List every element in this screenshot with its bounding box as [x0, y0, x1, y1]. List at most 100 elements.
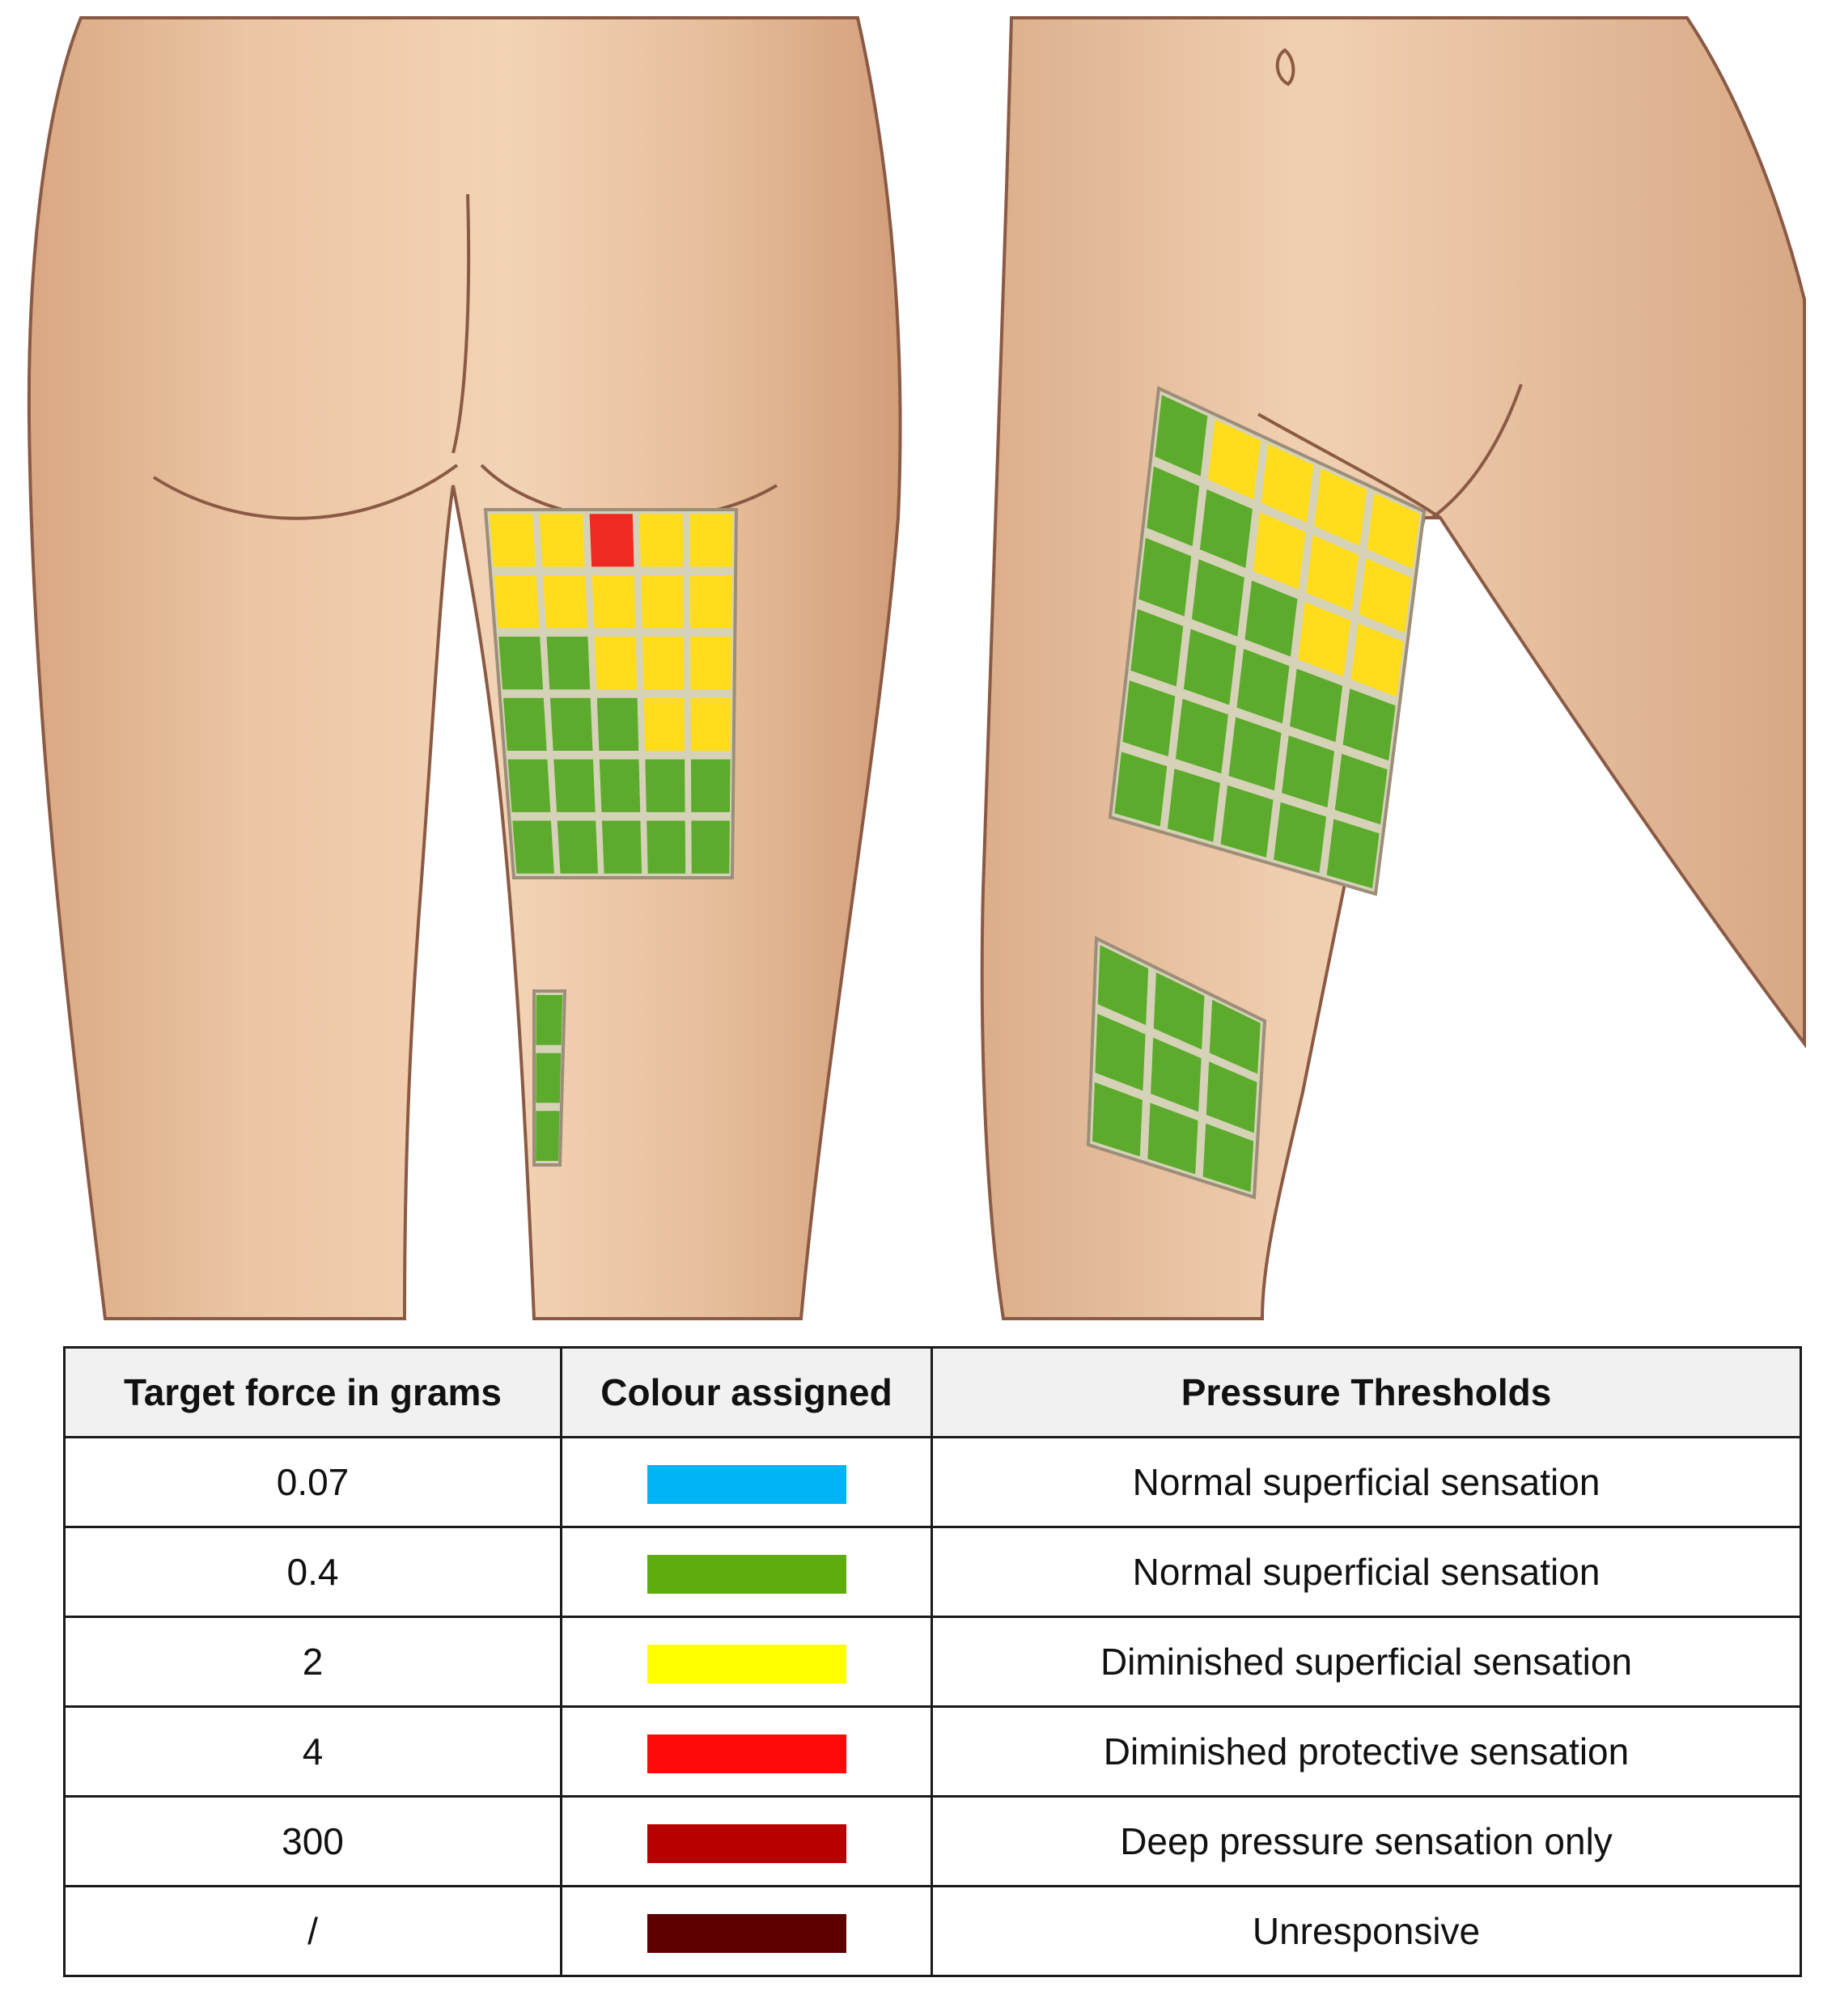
- sensation-cell: [1206, 1061, 1257, 1133]
- sensation-cell: [1153, 972, 1205, 1050]
- legend-row: 300 Deep pressure sensation only: [63, 1795, 1802, 1887]
- sensation-cell: [1167, 769, 1220, 842]
- sensation-cell: [1207, 419, 1261, 500]
- sensation-cell: [642, 637, 685, 690]
- sensation-cell: [1209, 999, 1261, 1074]
- colour-cell: [560, 1436, 933, 1528]
- sensation-cell: [1130, 608, 1184, 687]
- sensation-cell: [1253, 512, 1306, 590]
- sensation-cell: [546, 637, 591, 690]
- threshold-label: Unresponsive: [931, 1885, 1802, 1977]
- sensation-cell: [1202, 1123, 1254, 1192]
- sensation-cell: [1334, 753, 1388, 825]
- sensation-cell: [1147, 1103, 1198, 1175]
- sensation-cell: [543, 575, 587, 629]
- colour-cell: [560, 1616, 933, 1708]
- sensation-cell: [539, 514, 585, 567]
- threshold-label: Diminished protective sensation: [931, 1705, 1802, 1798]
- sensation-cell: [1236, 649, 1290, 724]
- anterior-view: [980, 16, 1806, 1320]
- sensation-cell: [536, 995, 563, 1045]
- navel: [1275, 48, 1295, 87]
- sensation-cell: [553, 759, 596, 812]
- legend-row: / Unresponsive: [63, 1885, 1802, 1977]
- posterior-body-outline: [27, 16, 902, 1320]
- sensation-cell: [1261, 443, 1314, 523]
- sensation-cell: [1097, 945, 1149, 1026]
- sensation-cell: [1342, 688, 1396, 761]
- force-value: /: [63, 1885, 562, 1977]
- sensation-cell: [1228, 717, 1282, 791]
- sensation-cell: [596, 697, 639, 751]
- sensation-cell: [594, 637, 638, 690]
- colour-cell: [560, 1795, 933, 1887]
- colour-cell: [560, 1885, 933, 1977]
- colour-swatch: [647, 1914, 846, 1954]
- colour-swatch: [647, 1555, 846, 1595]
- left-gluteal-fold: [152, 464, 459, 520]
- threshold-label: Deep pressure sensation only: [931, 1795, 1802, 1887]
- sensation-cell: [494, 575, 540, 629]
- sensation-cell: [549, 697, 593, 751]
- sensation-cell: [1367, 493, 1420, 570]
- sensation-cell: [643, 697, 685, 751]
- sensation-cell: [1114, 752, 1168, 827]
- threshold-label: Normal superficial sensation: [931, 1436, 1802, 1528]
- header-pressure-thresholds: Pressure Thresholds: [931, 1346, 1802, 1438]
- force-value: 300: [63, 1795, 562, 1887]
- sensation-cell: [1274, 802, 1327, 873]
- sensation-cell: [503, 697, 547, 751]
- force-value: 4: [63, 1705, 562, 1798]
- sensation-cell: [1244, 580, 1298, 657]
- pubic-line: [1431, 383, 1523, 519]
- sensation-cell: [498, 637, 544, 690]
- sensation-cell: [512, 820, 554, 874]
- sensation-cell: [639, 514, 684, 567]
- sensation-cell: [601, 820, 642, 874]
- posterior-lower-sensation-map: [532, 989, 567, 1167]
- sensation-cell: [1095, 1014, 1146, 1091]
- sensation-cell: [1151, 1037, 1202, 1112]
- colour-swatch: [647, 1824, 846, 1864]
- legend-table: Target force in grams Colour assigned Pr…: [63, 1346, 1802, 1977]
- sensation-cell: [1183, 629, 1236, 705]
- sensation-cell: [1350, 623, 1404, 697]
- force-value: 0.4: [63, 1526, 562, 1618]
- sensation-cell: [1138, 537, 1192, 616]
- sensation-cell: [1092, 1082, 1143, 1157]
- sensation-cell: [489, 514, 536, 567]
- posterior-upper-sensation-map: [483, 508, 739, 879]
- sensation-cell: [1199, 489, 1253, 569]
- force-value: 0.07: [63, 1436, 562, 1528]
- sensation-cell: [507, 759, 551, 812]
- colour-swatch: [647, 1734, 846, 1774]
- sensation-cell: [589, 514, 634, 567]
- sensation-cell: [647, 820, 686, 874]
- colour-swatch: [647, 1465, 846, 1505]
- threshold-label: Normal superficial sensation: [931, 1526, 1802, 1618]
- legend-row: 0.4 Normal superficial sensation: [63, 1526, 1802, 1618]
- legend-row: 0.07 Normal superficial sensation: [63, 1436, 1802, 1528]
- sensation-cell: [641, 575, 684, 629]
- inner-thigh-line: [452, 485, 503, 810]
- colour-cell: [560, 1526, 933, 1618]
- header-target-force: Target force in grams: [63, 1346, 562, 1438]
- leg-illustration: [27, 16, 1806, 1320]
- sensation-cell: [1220, 785, 1274, 858]
- force-value: 2: [63, 1616, 562, 1708]
- sensation-cell: [690, 697, 731, 751]
- sensation-cell: [689, 575, 732, 629]
- header-colour-assigned: Colour assigned: [560, 1346, 933, 1438]
- sensation-cell: [1298, 602, 1351, 677]
- gluteal-cleft: [452, 193, 471, 454]
- sensation-cell: [536, 1111, 560, 1161]
- sensation-cell: [536, 1052, 562, 1103]
- sensation-cell: [1147, 466, 1200, 547]
- sensation-cell: [599, 759, 641, 812]
- anterior-lower-sensation-map: [1086, 935, 1267, 1200]
- anterior-upper-sensation-map: [1108, 386, 1427, 896]
- sensation-cell: [1155, 395, 1208, 476]
- sensation-cell: [557, 820, 598, 874]
- sensation-cell: [1122, 680, 1176, 756]
- sensation-cell: [1175, 698, 1228, 774]
